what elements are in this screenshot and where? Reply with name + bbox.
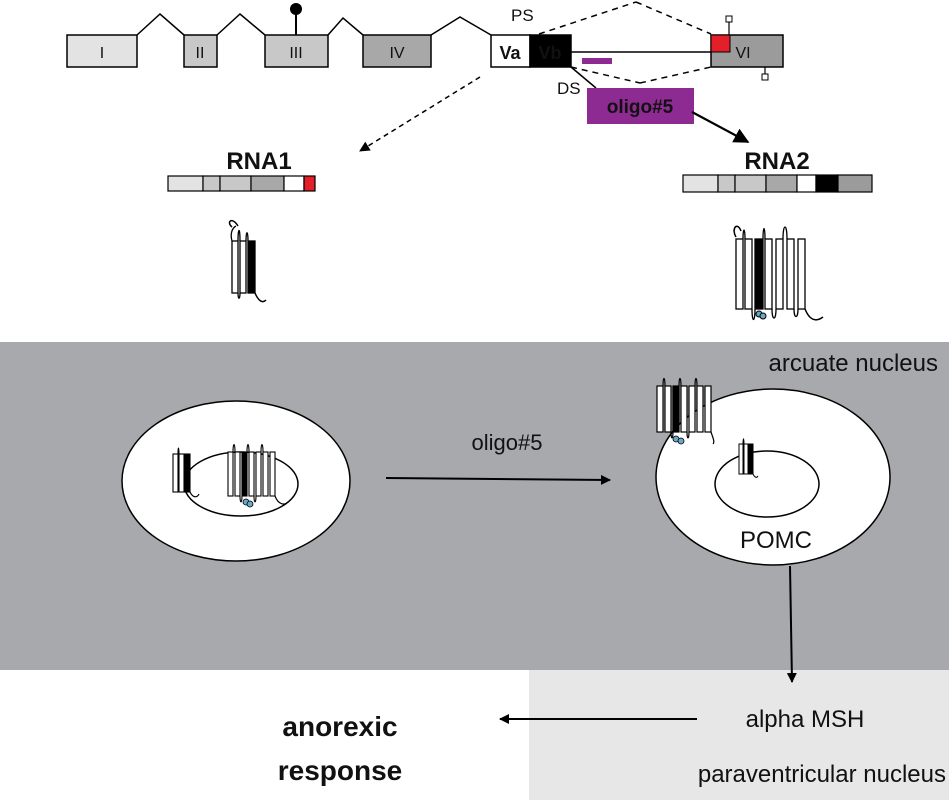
- treatment-arrow: [385, 474, 611, 485]
- exon-1-label: I: [100, 45, 104, 62]
- rna2-seg-6: [815, 174, 839, 193]
- cell-untreated: [121, 400, 351, 562]
- intron-1-2: [136, 12, 185, 36]
- exon-5a: [490, 34, 531, 68]
- pomc-label: POMC: [740, 527, 812, 554]
- paraventricular-band: [529, 670, 949, 800]
- rna1-seg-red: [303, 175, 316, 192]
- rna2-label: RNA2: [744, 148, 809, 175]
- exon-2-label: II: [196, 45, 205, 62]
- rna2-seg-2: [717, 174, 736, 193]
- intron-2-3: [216, 13, 266, 36]
- rna1-seg-1: [167, 175, 204, 192]
- outcome-line-2: response: [278, 755, 403, 786]
- exon-1: [66, 34, 138, 68]
- rna2-seg-4: [765, 174, 798, 193]
- oligo-target-bar: [582, 58, 612, 64]
- exon-6-stop-red: [710, 34, 731, 53]
- rna1-seg-4: [250, 175, 285, 192]
- paraventricular-nucleus-label: paraventricular nucleus: [698, 761, 946, 788]
- ps-label: PS: [511, 6, 534, 25]
- stop-marker-bottom: [761, 73, 769, 81]
- ds-label: DS: [557, 79, 581, 98]
- rna1-transcript: RNA1: [167, 148, 316, 192]
- rna1-seg-2: [202, 175, 221, 192]
- exon-5b: [529, 34, 572, 68]
- rna1-seg-3: [219, 175, 252, 192]
- rna2-seg-7: [837, 174, 873, 193]
- exon-3-marker-head: [290, 3, 302, 15]
- stop-marker-top: [725, 15, 733, 23]
- rna2-seg-3: [734, 174, 767, 193]
- exon-3-label: III: [289, 45, 302, 62]
- arcuate-nucleus-label: arcuate nucleus: [769, 350, 938, 377]
- rna1-seg-5: [283, 175, 305, 192]
- intron-4-5: [430, 16, 492, 36]
- arrow-to-alpha-msh: [786, 565, 797, 683]
- exon-5b-label: Vb: [538, 43, 561, 63]
- rna2-seg-5: [796, 174, 817, 193]
- ds-splice-line-2: [639, 66, 712, 84]
- intron-3-4: [327, 16, 364, 36]
- rna2-protein: [733, 225, 824, 321]
- ds-splice-line-1: [570, 66, 641, 84]
- alpha-msh-label: alpha MSH: [746, 706, 865, 733]
- exon-3: [264, 34, 329, 68]
- exon-2: [183, 34, 218, 68]
- gene-structure: I II III IV Va Vb VI PS DS oligo#5: [66, 1, 784, 124]
- oligo-label-box: [587, 88, 694, 124]
- cell-treated: [655, 377, 891, 566]
- rna2-transcript: RNA2: [682, 148, 873, 193]
- arrow-to-rna1: [359, 76, 481, 152]
- rna2-seg-1: [682, 174, 719, 193]
- oligo-label: oligo#5: [607, 97, 674, 118]
- exon-4: [362, 34, 432, 68]
- exon-4-label: IV: [389, 45, 404, 62]
- exon-6-label: VI: [735, 45, 750, 62]
- oligo-pointer-line: [570, 66, 597, 89]
- exon-5a-label: Va: [499, 43, 521, 63]
- outcome-line-1: anorexic: [282, 711, 397, 742]
- ps-splice-line-1: [538, 1, 637, 35]
- arrow-to-rna2: [691, 111, 750, 143]
- rna1-protein: [228, 219, 267, 303]
- treatment-label: oligo#5: [472, 430, 543, 455]
- rna1-label: RNA1: [226, 148, 291, 175]
- ps-splice-line-2: [635, 1, 712, 35]
